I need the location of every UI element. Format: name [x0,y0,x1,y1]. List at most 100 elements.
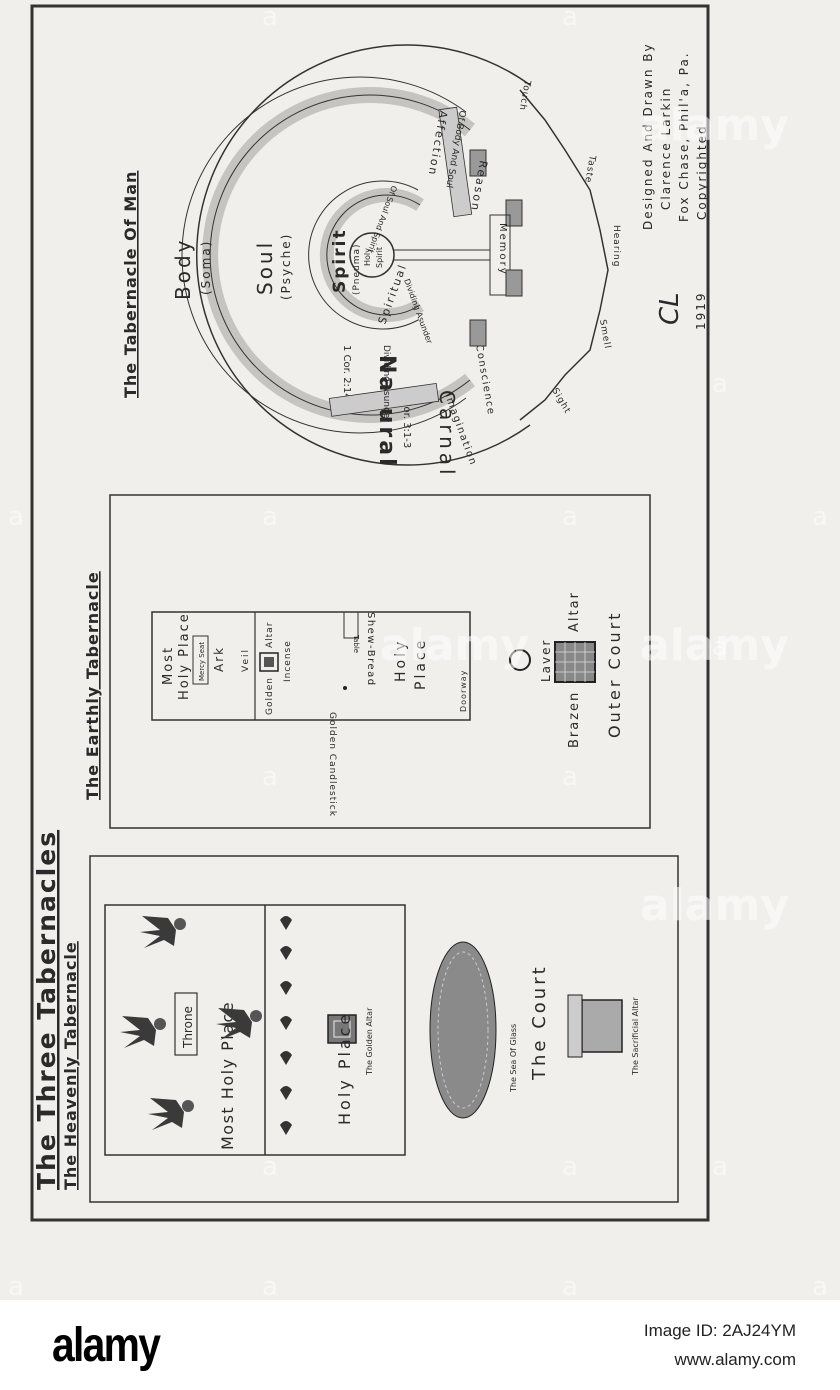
man-title: The Tabernacle Of Man [121,171,140,398]
svg-text:a: a [562,1272,578,1300]
laver-icon [509,649,531,671]
cherub-icon [148,1098,194,1130]
sacrificial-altar-label: The Sacrificial Altar [631,997,640,1076]
lamp-icon [280,1086,292,1100]
svg-text:a: a [262,2,278,32]
sacrificial-altar-icon [581,999,623,1053]
heavenly-holy-place: Holy Place [335,1012,354,1125]
cherub-icon [140,916,186,948]
body-circle [196,44,531,466]
svg-text:a: a [562,762,578,792]
lamp-icon [280,1016,292,1030]
svg-text:alamy: alamy [640,880,789,931]
footer-bar: alamy Image ID: 2AJ24YM www.alamy.com [0,1300,840,1390]
veil-label: Veil [241,648,251,672]
heavenly-sanctuary [104,904,406,1156]
credit-line2: Clarence Larkin [659,87,673,210]
dividing-asunder-outer: Dividing Asunder [381,345,391,422]
earthly-title: The Earthly Tabernacle [83,571,102,800]
alamy-logo[interactable]: alamy [52,1319,161,1372]
heavenly-golden-altar-icon [327,1014,357,1044]
altar-label: Altar [567,591,582,632]
svg-text:a: a [562,2,578,32]
psyche-label: (Psyche) [279,233,293,300]
lamp-icon [280,916,292,938]
earthly-place: Place [413,638,429,690]
svg-text:a: a [812,502,828,532]
natural-label: Natural [374,355,399,469]
svg-text:a: a [712,369,728,399]
golden-candlestick-label: Golden Candlestick [327,712,337,817]
earthly-most-holy-place: Holy Place [177,612,192,700]
credit-year: 1919 [694,291,708,330]
svg-text:alamy: alamy [640,620,789,671]
soma-label: (Soma) [199,240,213,295]
svg-text:alamy: alamy [380,620,529,671]
throne-box [174,992,198,1056]
three-tabernacles-diagram: The Three Tabernacles The Heavenly Taber… [8,2,828,1302]
sense-taste: Taste [582,153,597,184]
sea-of-glass-label: The Sea Of Glass [509,1024,518,1093]
lamp-icon [280,1051,292,1065]
candlestick-icon [343,686,347,690]
svg-text:alamy: alamy [640,100,789,151]
svg-text:a: a [262,502,278,532]
svg-text:a: a [262,1152,278,1182]
diagram-page: The Three Tabernacles The Heavenly Taber… [8,2,828,1302]
sense-smell: Smell [597,319,612,350]
footer-url[interactable]: www.alamy.com [674,1350,796,1369]
earthly-holy: Holy [393,639,409,682]
lamp-icon [280,1121,292,1135]
body-label: Body [171,238,195,301]
incense-altar-icon [259,652,279,672]
sense-sight: Sight [549,387,572,416]
watermark-overlay: a a a a a a a a a a a a a a a a a alamy … [8,2,828,1302]
cherub-icon [120,1016,166,1048]
svg-text:a: a [8,502,24,532]
ark-label: Ark [212,646,226,672]
svg-text:a: a [712,632,728,662]
outer-court-label: Outer Court [605,611,624,738]
sea-of-glass-icon [429,941,497,1119]
sense-gates [519,89,609,421]
mercy-seat-label: Mercy Seat [198,642,206,681]
credit-line4: Copyrighted [695,124,709,220]
svg-text:a: a [562,502,578,532]
soul-label: Soul [253,240,277,295]
cherub-icon [216,1008,262,1040]
table-label: Table [352,634,360,653]
holy-spirit-core [349,232,395,278]
holy-spirit-label-1: Holy [363,248,372,266]
carnal-label: Carnal [435,390,459,479]
conscience-label: Conscience [473,344,496,417]
heavenly-frame [89,855,679,1203]
lampstand-row [280,916,292,1135]
lamp-icon [280,981,292,995]
image-id: Image ID: 2AJ24YM [643,1321,796,1340]
pneuma-label: (Pneuma) [352,243,362,295]
carnal-ref: 1 Cor. 3:1-3 [401,390,412,448]
credit-monogram: CL [655,292,685,325]
natural-ref: 1 Cor. 2:14 [341,345,352,400]
throne-label: Throne [181,1006,195,1049]
credit-line3: Fox Chase, Phil'a, Pa. [677,51,691,222]
mercy-seat-box [192,635,209,685]
heavenly-golden-altar-label: The Golden Altar [365,1007,374,1076]
svg-text:a: a [712,1152,728,1182]
shewbread-table-box [343,611,359,639]
svg-text:a: a [562,1152,578,1182]
sense-touch: Touch [517,78,532,111]
heavenly-court: The Court [529,964,550,1081]
laver-label: Laver [539,639,553,682]
shew-bread-label: Shew-Bread [365,612,376,687]
spirit-label: Spirit [330,228,350,293]
lamp-icon [280,946,292,960]
golden-altar-altar: Altar [265,622,275,648]
svg-text:a: a [8,1272,24,1300]
golden-altar-golden: Golden [265,677,275,715]
incense-label: Incense [283,640,293,682]
sense-hearing: Hearing [611,225,621,267]
earthly-frame [109,494,651,829]
earthly-tent [151,611,471,721]
outer-frame [30,4,710,1222]
